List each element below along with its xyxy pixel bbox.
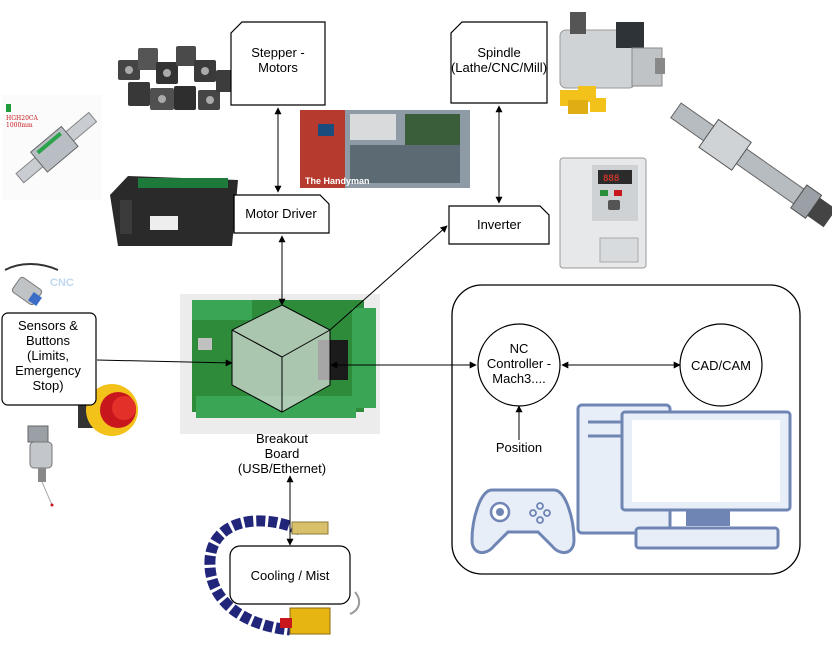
- motor-driver-photo: [110, 176, 238, 246]
- touch-probe-photo: [27, 425, 54, 507]
- rail-label-text: HGH20CA 1000mm: [6, 115, 40, 129]
- spindle-label: Spindle(Lathe/CNC/Mill): [451, 45, 547, 75]
- label-line: Breakout: [256, 431, 308, 446]
- label-line: Inverter: [477, 217, 522, 232]
- spindle-photo: [559, 12, 665, 114]
- node-cooling-mist: Cooling / Mist: [229, 545, 351, 605]
- inverter-label: Inverter: [477, 217, 522, 232]
- control-cabinet-photo: The Handyman: [300, 110, 470, 188]
- vfd-display-text: 888: [603, 174, 619, 184]
- node-spindle: Spindle(Lathe/CNC/Mill): [450, 21, 548, 104]
- proximity-sensor-photo: CNC: [4, 263, 74, 306]
- label-line: Spindle: [477, 45, 520, 60]
- label-line: Cooling / Mist: [251, 568, 330, 583]
- label-line: Emergency: [15, 363, 81, 378]
- breakout-board-photo: [180, 294, 380, 434]
- linear-actuator-photo: [670, 102, 832, 228]
- rail-label-line-1: HGH20CA: [6, 115, 38, 122]
- handyman-watermark: The Handyman: [305, 176, 370, 186]
- node-motor-driver: Motor Driver: [233, 194, 330, 234]
- rail-label-line-2: 1000mm: [6, 122, 33, 129]
- label-line: Motor Driver: [245, 206, 317, 221]
- edge-breakout-inverter: [329, 225, 448, 331]
- stepper-motors-photo: [112, 38, 240, 123]
- desktop-computer-icon: [576, 403, 792, 550]
- connections: [96, 105, 681, 546]
- node-inverter: Inverter: [448, 205, 550, 245]
- edge-sensors-breakout: [96, 359, 233, 367]
- stepper-motors-label: Stepper -Motors: [251, 45, 304, 75]
- emergency-stop-photo: [78, 384, 138, 436]
- label-line: Motors: [258, 60, 298, 75]
- label-line: Board: [265, 446, 300, 461]
- label-line: Stop): [32, 378, 63, 393]
- motor-driver-label: Motor Driver: [245, 206, 317, 221]
- label-line: Position: [496, 440, 542, 455]
- sensor-watermark: CNC: [50, 277, 74, 289]
- label-line: Stepper -: [251, 45, 304, 60]
- linear-rail-photo: HGH20CA 1000mm: [2, 95, 102, 200]
- gamepad-icon: [470, 488, 576, 554]
- label-line: (USB/Ethernet): [238, 461, 326, 476]
- position-label: Position: [496, 440, 542, 455]
- cooling-mist-label: Cooling / Mist: [251, 568, 330, 583]
- label-line: Mach3....: [492, 371, 545, 386]
- label-line: (Lathe/CNC/Mill): [451, 60, 547, 75]
- label-line: Buttons: [26, 333, 71, 348]
- label-line: Sensors &: [18, 318, 78, 333]
- node-stepper-motors: Stepper -Motors: [230, 21, 326, 106]
- label-line: Controller -: [487, 356, 551, 371]
- cad-cam-label: CAD/CAM: [691, 358, 751, 373]
- label-line: (Limits,: [27, 348, 69, 363]
- label-line: NC: [510, 341, 529, 356]
- vfd-inverter-photo: 888: [559, 157, 647, 269]
- coolant-hose-photo: [204, 515, 361, 636]
- node-cad-cam: CAD/CAM: [679, 323, 763, 407]
- label-line: CAD/CAM: [691, 358, 751, 373]
